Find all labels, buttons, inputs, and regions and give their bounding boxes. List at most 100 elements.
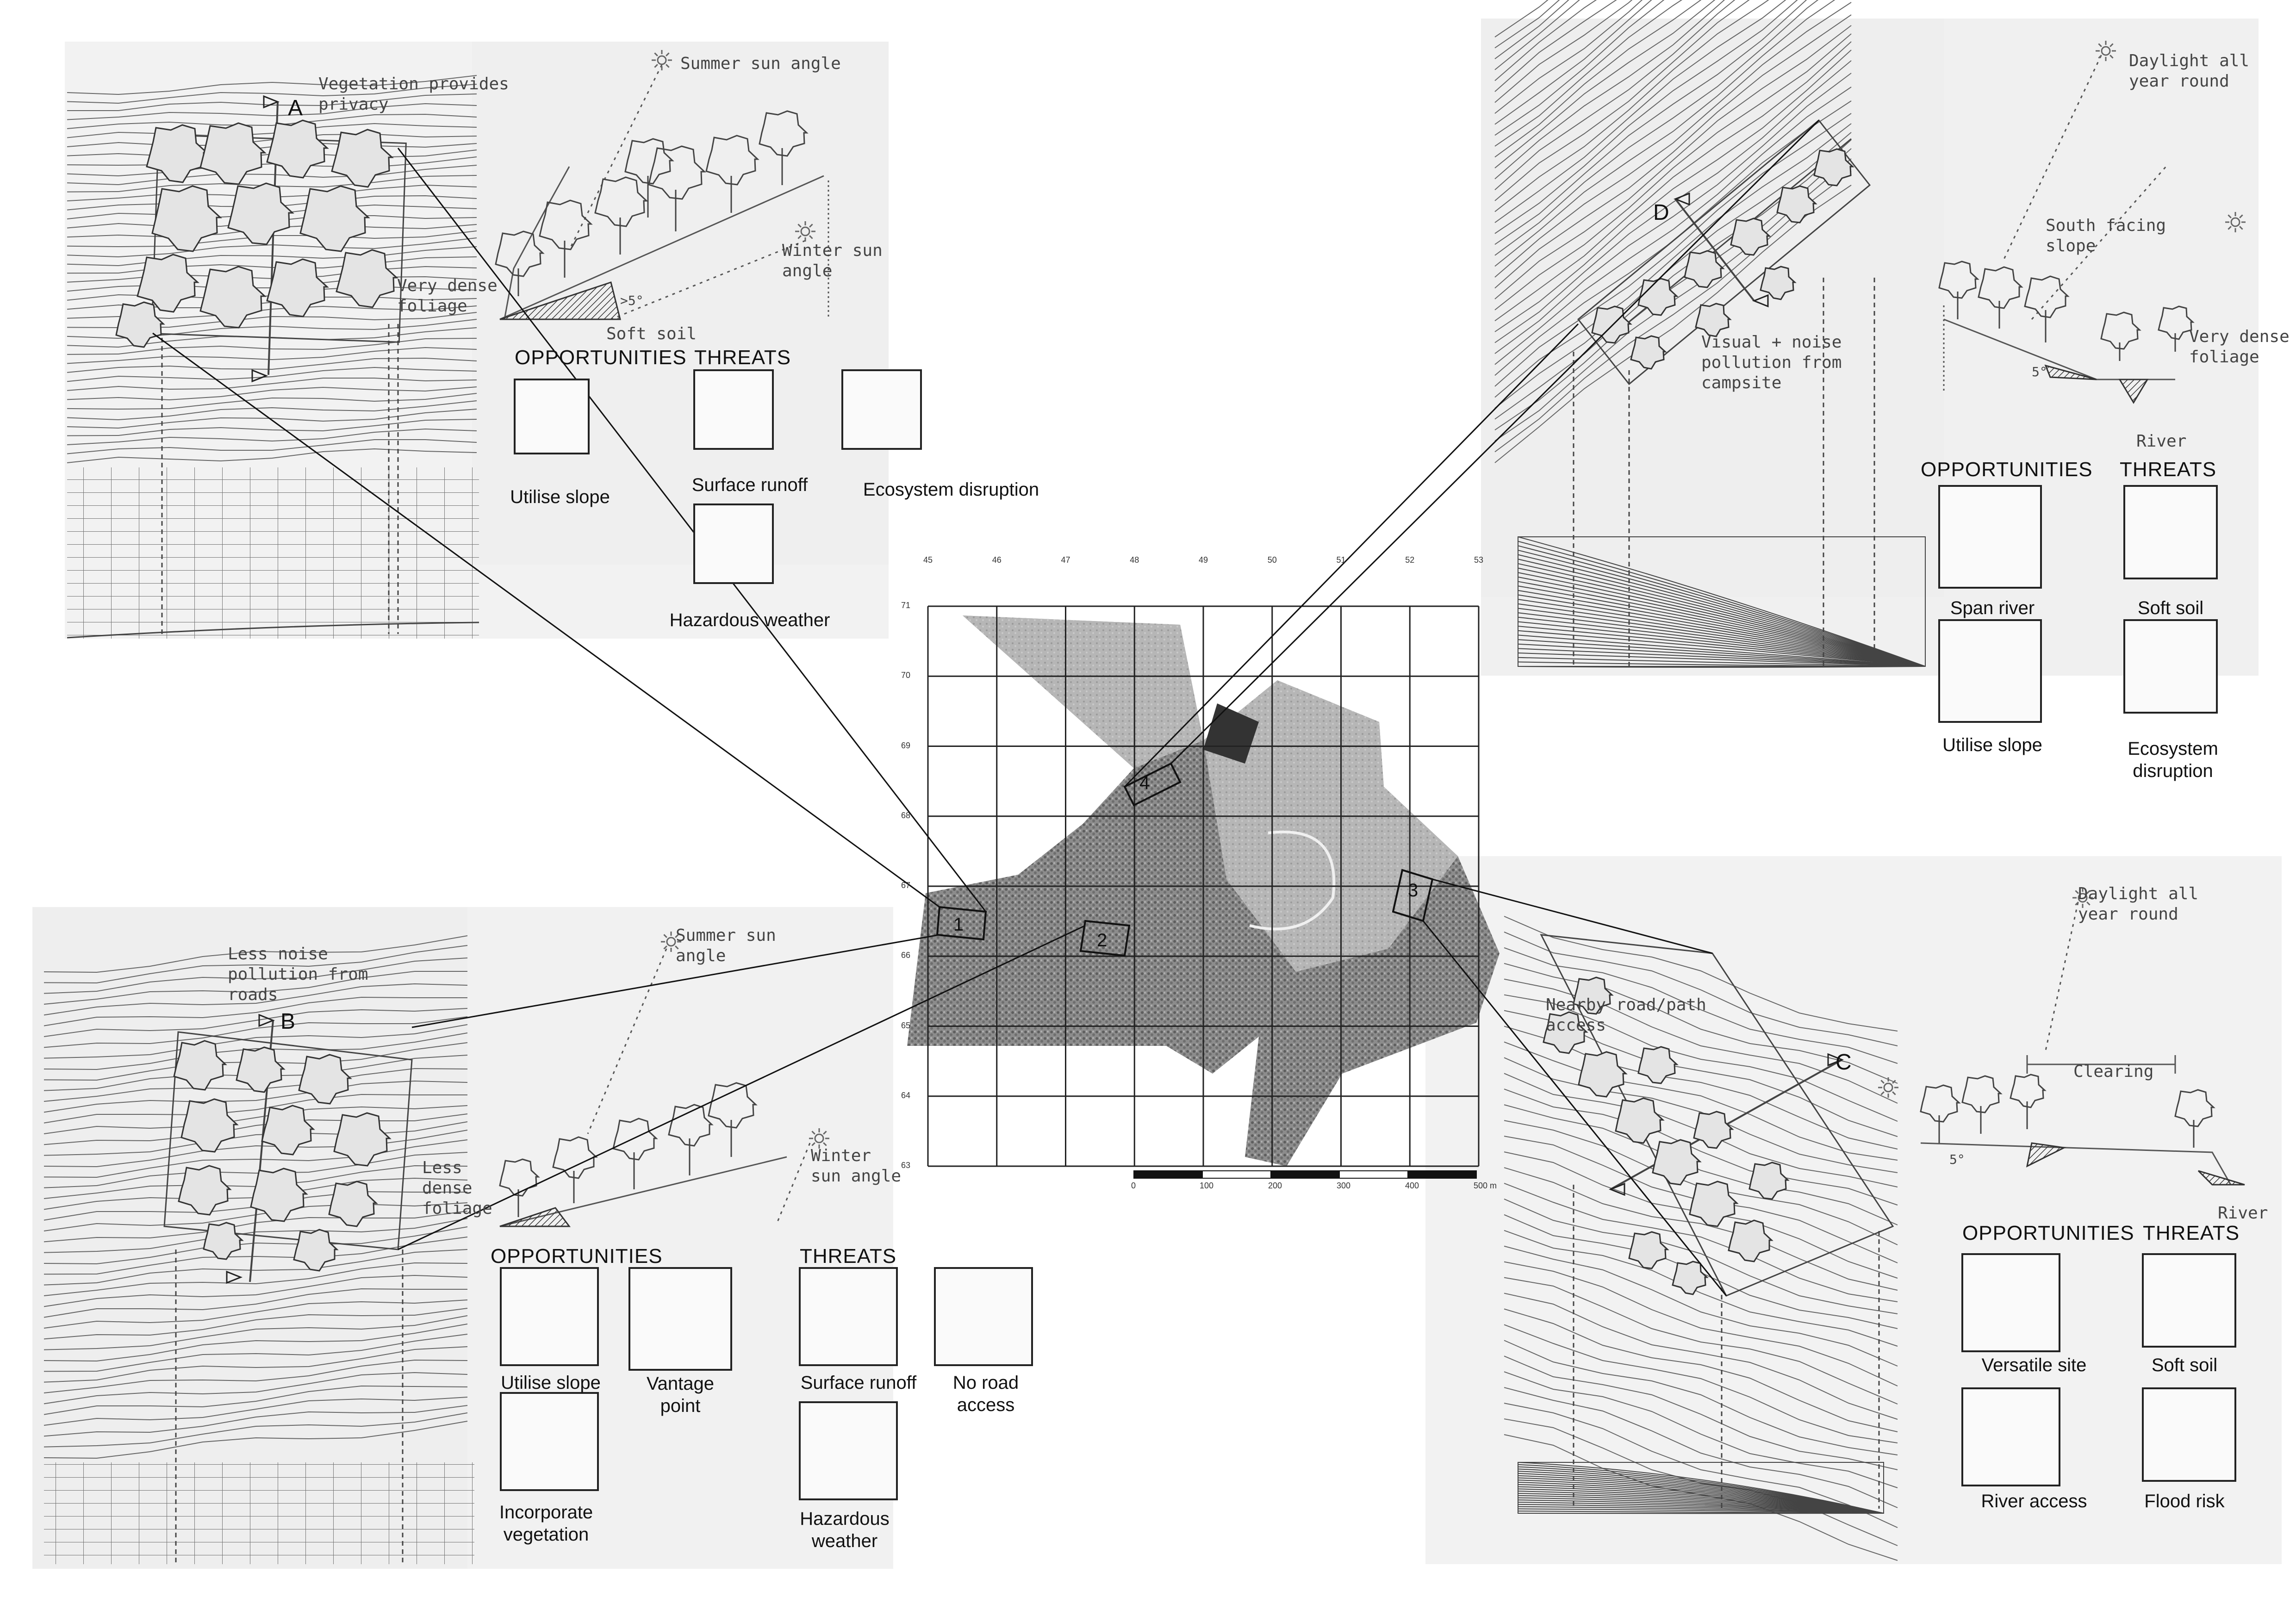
map-y-tick: 70 bbox=[901, 671, 911, 680]
profile-line bbox=[1518, 585, 1926, 667]
sun-icon bbox=[814, 1133, 824, 1144]
contour-line bbox=[44, 1315, 468, 1350]
opportunity-caption: Versatile site bbox=[1981, 1355, 2087, 1375]
profile-line bbox=[1518, 634, 1926, 667]
contour-line bbox=[1504, 978, 1898, 1104]
tree-canopy bbox=[180, 1098, 239, 1153]
sun-ray bbox=[663, 945, 667, 950]
sun-ray bbox=[2075, 890, 2079, 894]
site-marker: 4 bbox=[1139, 773, 1150, 793]
contour-line bbox=[44, 983, 468, 1016]
tree-canopy bbox=[1748, 1162, 1790, 1200]
threat-caption: No road access bbox=[952, 1373, 1019, 1415]
tree-crown bbox=[1938, 261, 1979, 299]
tree-canopy bbox=[1684, 250, 1725, 288]
label-river: River bbox=[2136, 432, 2187, 451]
contour-line bbox=[44, 1094, 467, 1124]
contour-line bbox=[44, 1152, 468, 1188]
icon-box bbox=[799, 1267, 898, 1366]
section-marker-b: B bbox=[280, 1009, 296, 1034]
opportunity-caption: Utilise slope bbox=[1942, 735, 2042, 755]
contour-line bbox=[1504, 916, 1898, 1032]
contour-line bbox=[1504, 1418, 1898, 1546]
contour-line bbox=[1494, 113, 1852, 387]
contour-line bbox=[1494, 0, 1786, 223]
tree-canopy bbox=[1730, 218, 1771, 256]
site-marker: 3 bbox=[1408, 880, 1419, 901]
profile-line bbox=[1518, 1488, 1884, 1514]
tree-crown bbox=[552, 1136, 598, 1179]
section-profile-d bbox=[1518, 536, 1926, 668]
tree-crown bbox=[612, 1118, 658, 1161]
contour-line bbox=[1504, 1277, 1898, 1405]
contour-line bbox=[44, 1130, 468, 1168]
sun-ray bbox=[2098, 43, 2102, 47]
tree-canopies-c bbox=[1543, 976, 1790, 1295]
contour-line bbox=[67, 419, 477, 436]
sun-ray bbox=[823, 1131, 827, 1135]
opportunities-heading-a: OPPORTUNITIES bbox=[515, 346, 687, 369]
sun-ray bbox=[811, 1131, 815, 1135]
sun-icon bbox=[666, 937, 676, 947]
trees-profile-d bbox=[1938, 261, 2195, 361]
contour-line bbox=[1504, 1340, 1898, 1455]
contour-line bbox=[44, 1113, 468, 1145]
sun-ray bbox=[823, 1142, 827, 1146]
threat-caption: Flood risk bbox=[2144, 1491, 2225, 1511]
contour-line bbox=[1494, 2, 1852, 278]
contour-line bbox=[1494, 73, 1852, 354]
profile-line bbox=[1518, 616, 1926, 667]
profile-line bbox=[1518, 536, 1926, 667]
threats-heading-d: THREATS bbox=[2120, 458, 2217, 481]
contour-line bbox=[67, 347, 477, 364]
contour-line bbox=[67, 93, 477, 112]
sun-ray bbox=[654, 64, 658, 68]
contour-line bbox=[44, 1237, 468, 1275]
tree-canopy bbox=[1776, 185, 1817, 224]
contour-line bbox=[1494, 0, 1807, 245]
contour-line bbox=[67, 378, 477, 391]
profile-line bbox=[1518, 1464, 1884, 1514]
contour-line bbox=[1494, 0, 1652, 125]
contour-line bbox=[1494, 41, 1852, 322]
profile-line bbox=[1518, 1468, 1884, 1514]
contour-line bbox=[44, 1334, 468, 1372]
tree-canopy bbox=[293, 1229, 339, 1272]
icon-box bbox=[1961, 1253, 2060, 1352]
contour-line bbox=[44, 1372, 468, 1405]
contours-a bbox=[67, 75, 477, 463]
contour-line bbox=[1494, 60, 1852, 343]
tree-canopy bbox=[328, 1181, 378, 1227]
tree-canopy bbox=[1615, 1097, 1665, 1144]
contour-line bbox=[44, 1080, 468, 1113]
contour-line bbox=[67, 448, 477, 463]
tree-canopy bbox=[227, 182, 294, 245]
contour-line bbox=[1504, 963, 1898, 1084]
label-dense-foliage: Very dense foliage bbox=[397, 276, 498, 316]
tree-canopy bbox=[236, 1046, 286, 1093]
scale-segment bbox=[1133, 1170, 1203, 1179]
scale-bar bbox=[1133, 1170, 1477, 1179]
profile-line bbox=[1518, 572, 1926, 667]
tree-canopy bbox=[203, 1222, 244, 1260]
contour-line bbox=[1494, 0, 1569, 59]
contour-line bbox=[67, 113, 477, 130]
tree-canopy bbox=[1695, 303, 1732, 337]
profile-line bbox=[1518, 1479, 1884, 1514]
sun-ray bbox=[675, 934, 679, 938]
scale-label: 400 bbox=[1405, 1181, 1419, 1190]
opportunity-caption: Incorporate vegetation bbox=[499, 1502, 593, 1545]
label-less-dense-foliage: Less dense foliage bbox=[422, 1158, 492, 1218]
profile-line bbox=[1518, 1471, 1884, 1514]
threat-caption: Hazardous weather bbox=[669, 610, 830, 630]
map-x-tick: 45 bbox=[923, 555, 933, 565]
map-x-tick: 48 bbox=[1130, 555, 1139, 565]
sun-ray bbox=[666, 64, 670, 68]
contour-line bbox=[44, 1324, 468, 1362]
label-summer-sun: Summer sun angle bbox=[676, 926, 776, 965]
sun-ray bbox=[1892, 1080, 1896, 1084]
scale-label: 100 bbox=[1200, 1181, 1214, 1190]
contour-line bbox=[1494, 0, 1716, 168]
map-x-tick: 50 bbox=[1267, 555, 1277, 565]
contour-line bbox=[1494, 0, 1836, 267]
